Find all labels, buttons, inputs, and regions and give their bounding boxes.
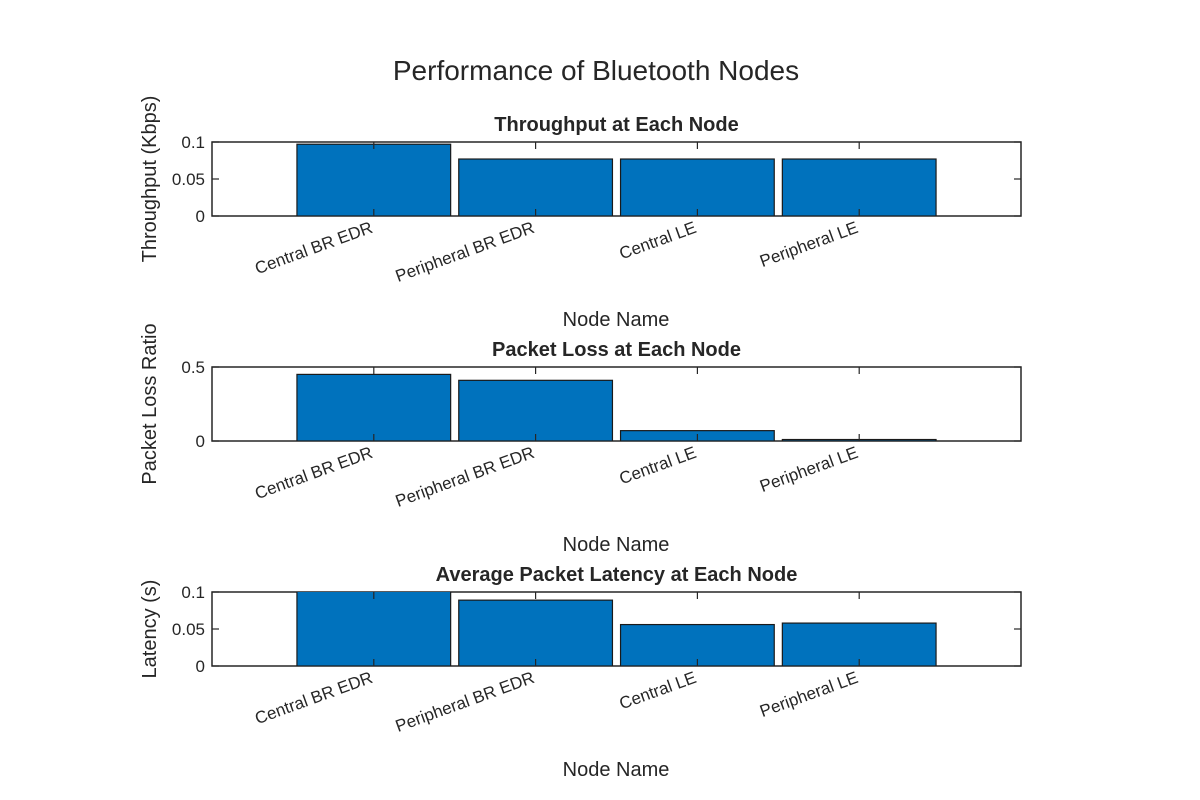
y-tick-label: 0.1 <box>181 133 205 152</box>
bar <box>296 373 452 441</box>
bar <box>296 592 452 666</box>
x-tick-label: Peripheral LE <box>757 668 860 721</box>
x-tick-label: Peripheral LE <box>757 218 860 271</box>
y-tick-label: 0 <box>196 432 205 451</box>
y-tick-label: 0.05 <box>172 170 205 189</box>
x-axis-label: Node Name <box>563 309 670 331</box>
bar <box>619 158 775 216</box>
y-tick-label: 0.5 <box>181 358 205 377</box>
y-tick-label: 0.05 <box>172 620 205 639</box>
y-tick-label: 0 <box>196 657 205 676</box>
axes-title: Packet Loss at Each Node <box>492 339 741 361</box>
x-tick-label: Central BR EDR <box>252 218 375 278</box>
bar-group <box>296 373 937 441</box>
x-tick-label: Central BR EDR <box>252 668 375 728</box>
x-tick-label: Peripheral LE <box>757 443 860 496</box>
bar <box>781 158 937 216</box>
x-tick-label: Central LE <box>617 218 699 263</box>
axes-title: Average Packet Latency at Each Node <box>436 564 798 586</box>
bar <box>296 143 452 216</box>
x-tick-label: Peripheral BR EDR <box>393 218 537 286</box>
x-tick-label: Central BR EDR <box>252 443 375 503</box>
bar <box>781 622 937 666</box>
x-tick-label: Peripheral BR EDR <box>393 668 537 736</box>
y-tick-label: 0.1 <box>181 583 205 602</box>
x-tick-label: Central LE <box>617 443 699 488</box>
y-axis-label: Packet Loss Ratio <box>139 323 161 484</box>
bar <box>458 599 614 666</box>
bar <box>458 379 614 441</box>
bar <box>458 158 614 216</box>
axes-title: Throughput at Each Node <box>494 114 738 136</box>
x-axis-label: Node Name <box>563 759 670 781</box>
y-axis-label: Throughput (Kbps) <box>139 96 161 263</box>
x-tick-label: Central LE <box>617 668 699 713</box>
y-axis-label: Latency (s) <box>139 580 161 679</box>
y-tick-label: 0 <box>196 207 205 226</box>
bar-group <box>296 592 937 666</box>
x-axis-label: Node Name <box>563 534 670 556</box>
x-tick-label: Peripheral BR EDR <box>393 443 537 511</box>
bar-group <box>296 143 937 216</box>
figure-title: Performance of Bluetooth Nodes <box>393 55 799 86</box>
